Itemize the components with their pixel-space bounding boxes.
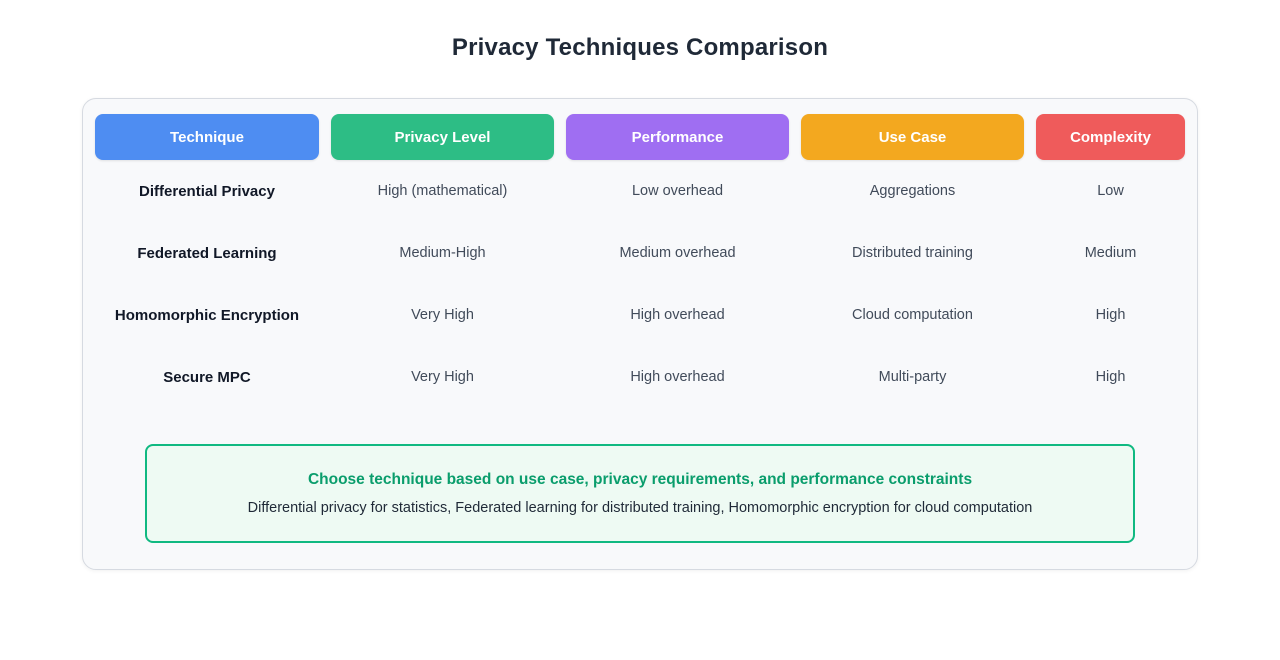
performance-value: Low overhead [631,183,724,199]
privacy-level-value: High (mathematical) [377,183,508,199]
column-header-performance: Performance [566,114,789,160]
technique-name: Secure MPC [163,368,251,386]
recommendation-subtitle: Differential privacy for statistics, Fed… [247,500,1033,516]
privacy-level-value: Very High [411,307,474,323]
column-header-use-case: Use Case [801,114,1024,160]
technique-name: Federated Learning [137,244,277,262]
use-case-value: Cloud computation [852,307,973,323]
technique-name: Homomorphic Encryption [114,306,300,324]
table-header-row: Technique Privacy Level Performance Use … [95,114,1185,160]
column-header-privacy-level: Privacy Level [331,114,554,160]
technique-name: Differential Privacy [139,182,275,200]
page-title: Privacy Techniques Comparison [451,34,829,61]
use-case-value: Multi-party [878,369,947,385]
table-row: Differential Privacy High (mathematical)… [95,160,1185,222]
complexity-value: Low [1097,183,1124,199]
complexity-value: High [1095,307,1126,323]
recommendation-title: Choose technique based on use case, priv… [307,471,973,488]
performance-value: High overhead [630,369,725,385]
table-row: Homomorphic Encryption Very High High ov… [95,284,1185,346]
use-case-value: Aggregations [869,183,956,199]
complexity-value: Medium [1084,245,1137,261]
privacy-level-value: Very High [411,369,474,385]
use-case-value: Distributed training [852,245,973,261]
performance-value: High overhead [630,307,725,323]
comparison-card: Technique Privacy Level Performance Use … [82,98,1198,570]
table-row: Federated Learning Medium-High Medium ov… [95,222,1185,284]
complexity-value: High [1095,369,1126,385]
performance-value: Medium overhead [619,245,736,261]
column-header-complexity: Complexity [1036,114,1185,160]
privacy-level-value: Medium-High [399,245,486,261]
recommendation-callout: Choose technique based on use case, priv… [145,444,1135,543]
column-header-technique: Technique [95,114,319,160]
table-row: Secure MPC Very High High overhead Multi… [95,346,1185,408]
